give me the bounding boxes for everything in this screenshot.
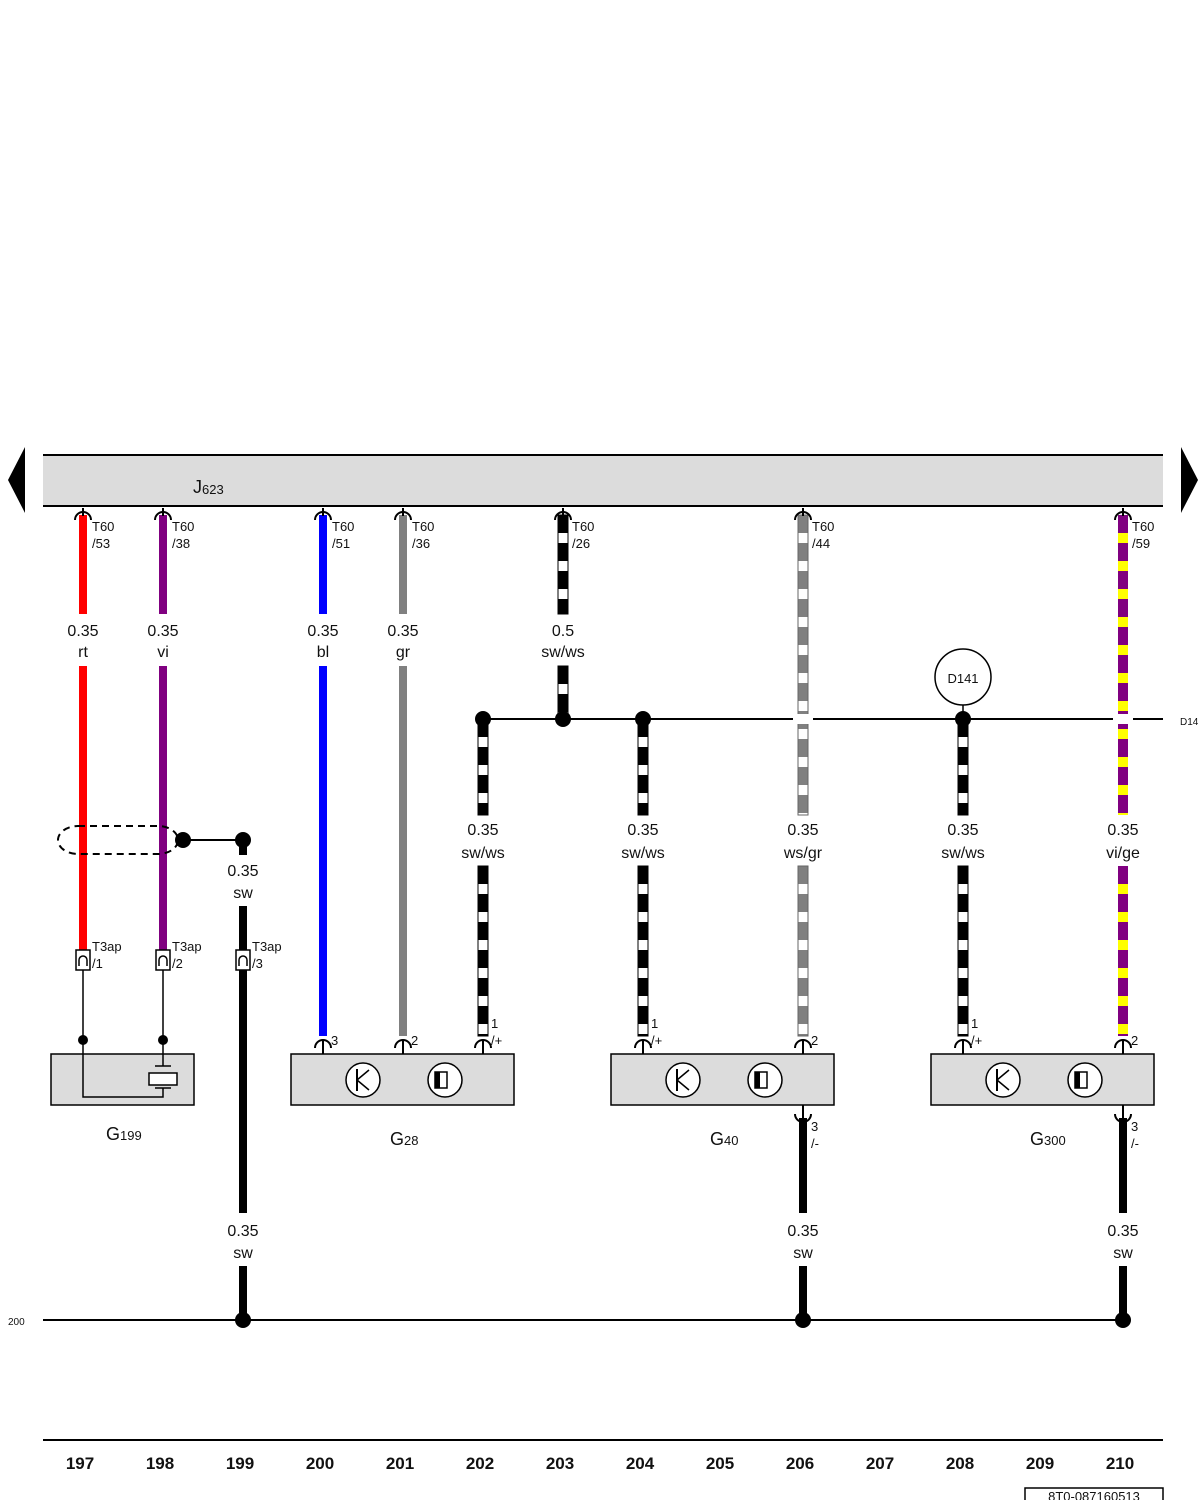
- column-number: 202: [466, 1454, 494, 1473]
- magnet-icon: [747, 1062, 783, 1098]
- cable-shield: [57, 825, 243, 855]
- wire-206-ws-gr: [793, 514, 813, 1037]
- column-number: 199: [226, 1454, 254, 1473]
- t60-pin-labels: T60/53 T60/38 T60/51 T60/36 T60/26 T60/4…: [92, 519, 1154, 551]
- component-pin-labels: 3 2 1/+ 1/+ 2 1/+ 2 3/- 3/-: [331, 1016, 1139, 1151]
- svg-text:2: 2: [411, 1033, 418, 1048]
- svg-text:T3ap/3: T3ap/3: [252, 939, 282, 971]
- document-id: 8T0-087160513: [1024, 1487, 1164, 1500]
- svg-text:8T0-087160513: 8T0-087160513: [1048, 1489, 1140, 1500]
- svg-text:3/-: 3/-: [1131, 1119, 1139, 1151]
- svg-text:T60/53: T60/53: [92, 519, 114, 551]
- svg-text:G40: G40: [710, 1129, 738, 1149]
- component-g199: G199: [50, 970, 195, 1144]
- svg-text:T60/38: T60/38: [172, 519, 194, 551]
- crystal-sensor-icon: [148, 1072, 178, 1086]
- next-page-arrow-icon[interactable]: [1181, 447, 1198, 513]
- svg-text:3: 3: [331, 1033, 338, 1048]
- control-unit-label: J623: [193, 477, 224, 497]
- svg-text:0.5sw/ws: 0.5sw/ws: [541, 623, 585, 661]
- wire-208-sw-ws: [957, 718, 969, 1037]
- t3ap-connector: T3ap/1 T3ap/2 T3ap/3: [75, 939, 282, 971]
- column-number: 200: [306, 1454, 334, 1473]
- magnet-icon: [427, 1062, 463, 1098]
- wire-202-sw-ws: [477, 718, 489, 1037]
- column-number: 204: [626, 1454, 655, 1473]
- previous-page-arrow-icon[interactable]: [8, 447, 25, 513]
- hall-sensor-icon: [985, 1062, 1021, 1098]
- column-number: 198: [146, 1454, 174, 1473]
- svg-text:T60/51: T60/51: [332, 519, 354, 551]
- svg-text:T60/59: T60/59: [1132, 519, 1154, 551]
- t60-pin-symbols: [74, 508, 1132, 521]
- svg-text:T3ap/1: T3ap/1: [92, 939, 122, 971]
- control-unit-j623: J623: [43, 454, 1163, 507]
- svg-text:G199: G199: [106, 1124, 142, 1144]
- svg-text:T60/36: T60/36: [412, 519, 434, 551]
- column-number: 209: [1026, 1454, 1054, 1473]
- svg-text:T3ap/2: T3ap/2: [172, 939, 202, 971]
- column-number: 208: [946, 1454, 974, 1473]
- hall-sensor-icon: [345, 1062, 381, 1098]
- svg-text:1/+: 1/+: [491, 1016, 502, 1048]
- component-g28: G28: [290, 1053, 515, 1149]
- svg-text:1/+: 1/+: [651, 1016, 662, 1048]
- column-number: 205: [706, 1454, 734, 1473]
- svg-text:2: 2: [811, 1033, 818, 1048]
- column-number: 207: [866, 1454, 894, 1473]
- wire-210-vi-ge: [1113, 515, 1133, 1036]
- magnet-icon: [1067, 1062, 1103, 1098]
- svg-text:D141: D141: [947, 671, 978, 686]
- component-pin-symbols: [314, 1039, 1132, 1123]
- column-number: 203: [546, 1454, 574, 1473]
- svg-text:1/+: 1/+: [971, 1016, 982, 1048]
- d14-reference: D14: [1180, 717, 1199, 728]
- connection-d141: D141: [934, 648, 992, 719]
- svg-text:G28: G28: [390, 1129, 418, 1149]
- component-g40: G40: [610, 1053, 835, 1149]
- column-number: 197: [66, 1454, 94, 1473]
- column-numbers: 197 198 199 200 201 202 203 204 205 206 …: [66, 1454, 1134, 1473]
- column-number: 210: [1106, 1454, 1134, 1473]
- column-number: 201: [386, 1454, 414, 1473]
- svg-text:2: 2: [1131, 1033, 1138, 1048]
- component-g300: G300: [930, 1053, 1155, 1149]
- svg-text:T60/26: T60/26: [572, 519, 594, 551]
- splice-points: [235, 711, 1131, 1328]
- svg-text:G300: G300: [1030, 1129, 1066, 1149]
- svg-text:T60/44: T60/44: [812, 519, 834, 551]
- wire-203-sw-ws: [557, 514, 569, 720]
- column-number: 206: [786, 1454, 814, 1473]
- hall-sensor-icon: [665, 1062, 701, 1098]
- wire-204-sw-ws: [637, 718, 649, 1037]
- ground-reference: 200: [8, 1317, 25, 1328]
- svg-text:3/-: 3/-: [811, 1119, 819, 1151]
